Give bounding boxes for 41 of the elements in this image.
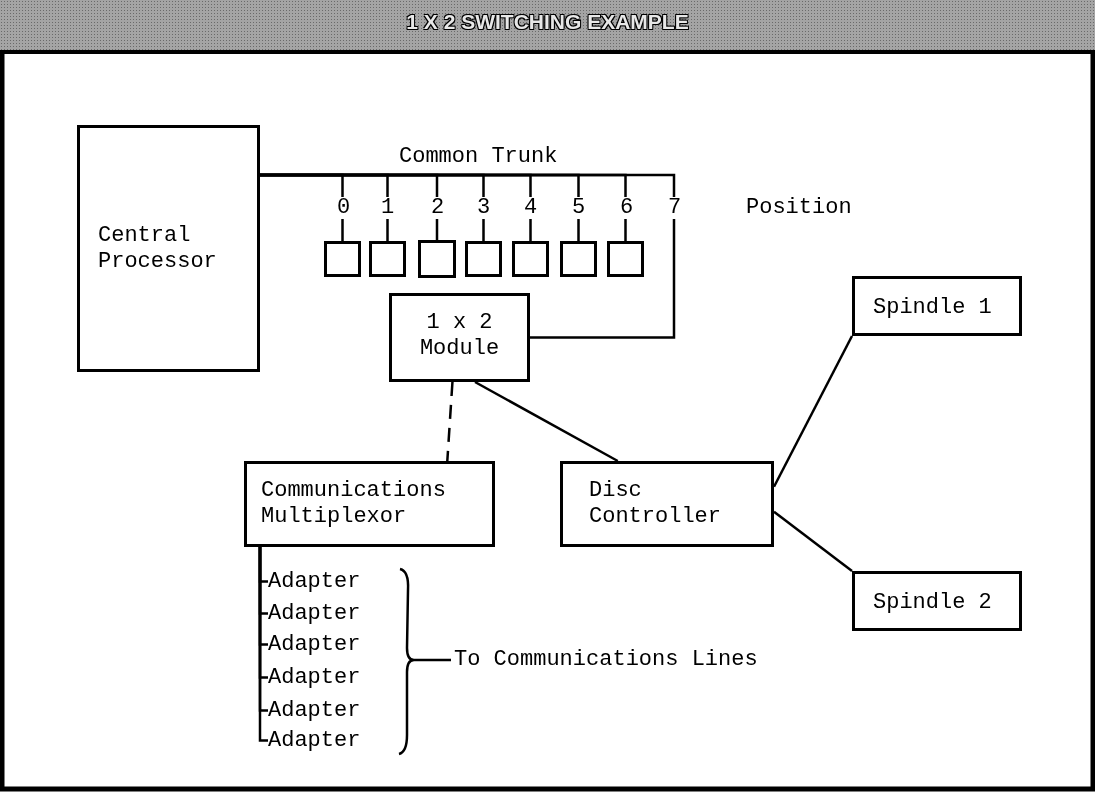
node-label: 1 x 2 Module [418,310,501,363]
position-number: 7 [667,197,683,219]
spindle-box [852,276,1022,336]
position-number: 2 [430,197,446,219]
node-label: Communications Multiplexor [260,478,447,531]
connector-line [446,381,454,462]
adapter-label: Adapter [268,664,380,691]
adapter-label: Adapter [268,697,380,724]
position-number: 1 [380,197,396,219]
slot-box [418,240,456,278]
slot-box [465,241,502,277]
node-label: Central Processor [97,223,218,276]
position-number: 4 [523,197,539,219]
connector-line [260,173,676,339]
slot-box [512,241,549,277]
adapter-label: Adapter [268,568,380,595]
module-box [389,293,530,382]
connector-line [772,335,854,488]
adapter-label: Adapter [268,727,380,754]
slot-box [607,241,644,277]
slot-box [324,241,361,277]
processor-box [77,125,260,372]
spindle-box [852,571,1022,631]
adapter-label: Adapter [268,631,380,658]
position-number: 6 [619,197,635,219]
position-number: 5 [571,197,587,219]
connector-line [258,547,268,742]
slot-box [369,241,406,277]
edge-label: Common Trunk [399,146,558,168]
controller-box [560,461,774,547]
multiplexor-box [244,461,495,547]
node-label: Spindle 2 [872,590,993,617]
node-label: Spindle 1 [872,295,993,322]
title: 1 X 2 SWITCHING EXAMPLE [406,10,689,34]
position-number: 0 [336,197,352,219]
adapter-label: Adapter [268,600,380,627]
position-number: 3 [476,197,492,219]
slot-box [560,241,597,277]
node-label: Disc Controller [588,478,723,531]
connector-line [474,380,619,463]
connector-line [773,510,853,572]
